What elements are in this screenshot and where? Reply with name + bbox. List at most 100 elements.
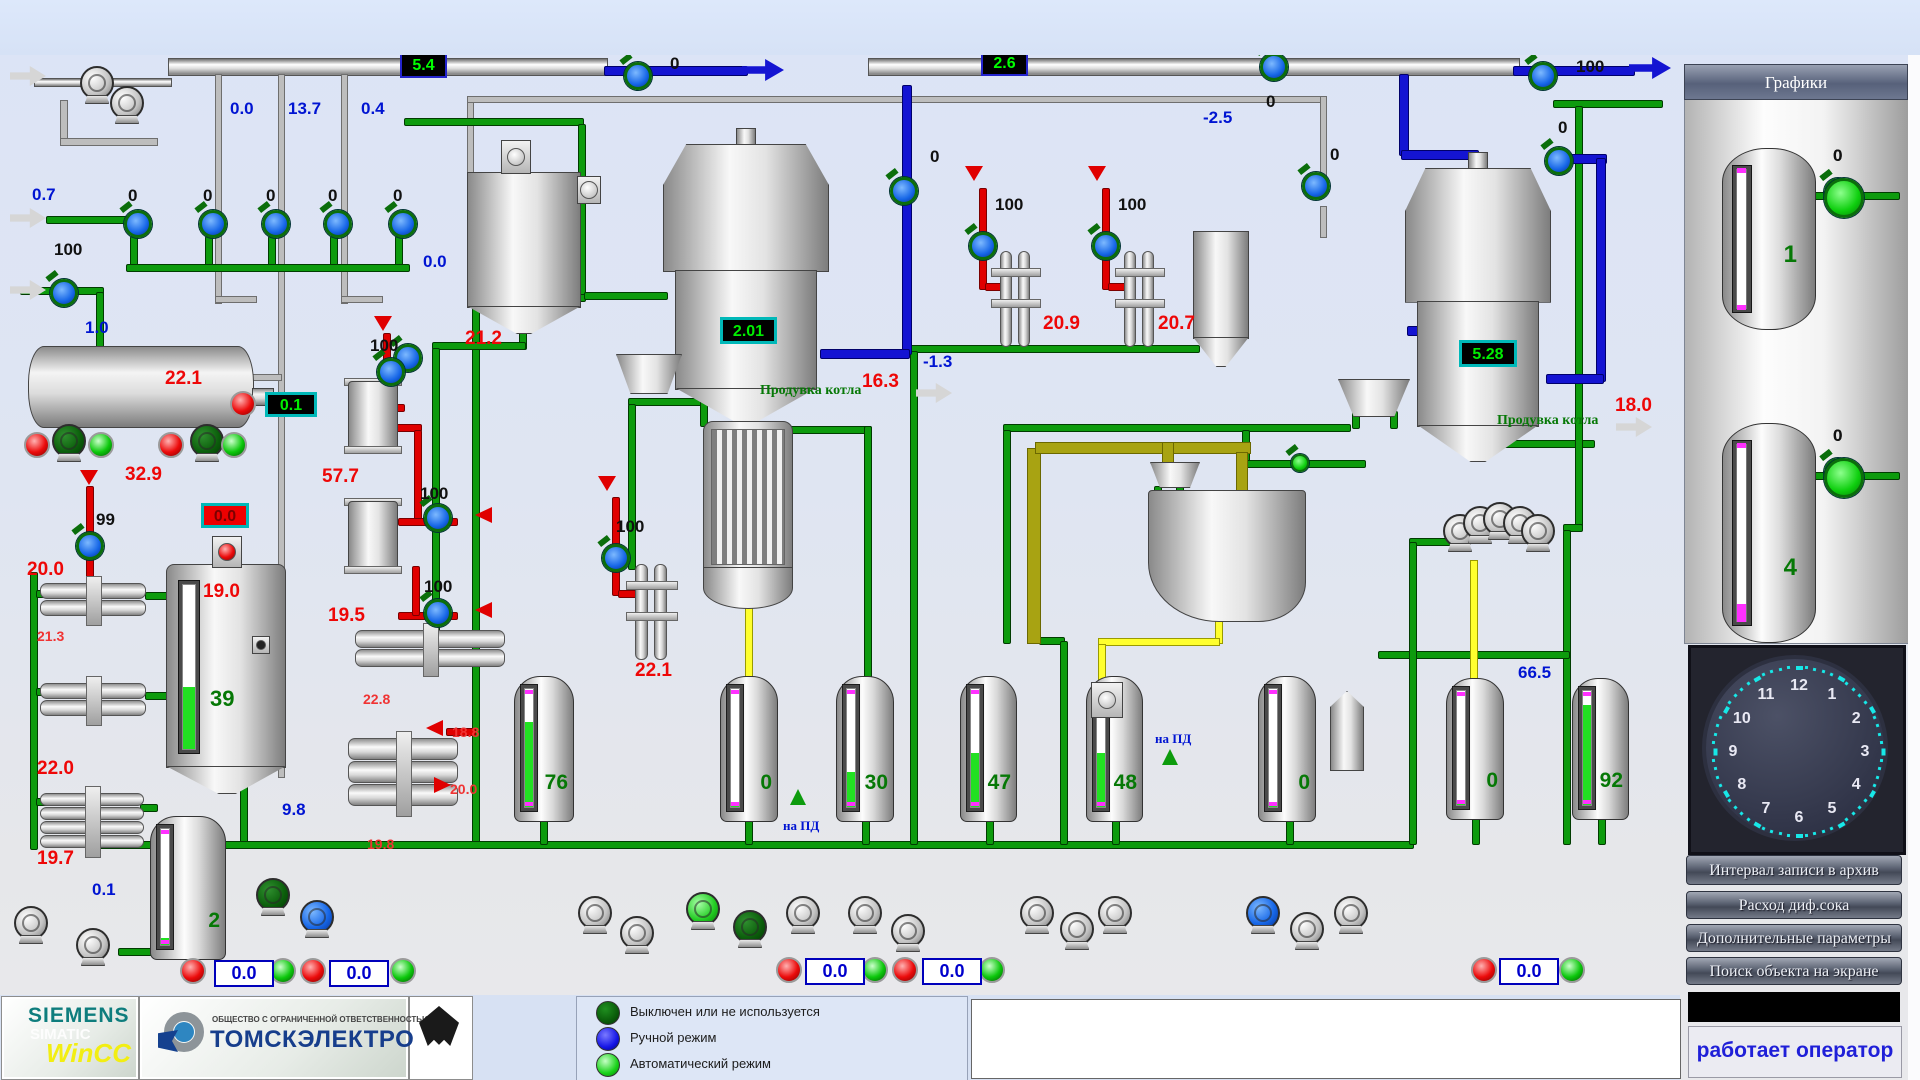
button-additional-params[interactable]: Дополнительные параметры bbox=[1686, 924, 1902, 952]
valve-icon[interactable] bbox=[624, 62, 652, 90]
tomskelektro-icon bbox=[158, 1012, 204, 1058]
valve-icon[interactable] bbox=[1291, 454, 1309, 472]
pipe bbox=[1003, 424, 1351, 432]
pipe bbox=[1553, 100, 1663, 108]
digital-display[interactable]: 0.0 bbox=[805, 958, 865, 985]
small-vessel-flange bbox=[344, 566, 402, 574]
value-label: 0 bbox=[930, 147, 940, 166]
pump-icon[interactable] bbox=[1020, 896, 1054, 930]
pump-icon[interactable] bbox=[1334, 896, 1368, 930]
value-label: 22.8 bbox=[363, 691, 391, 707]
pump-icon[interactable] bbox=[1060, 912, 1094, 946]
pipe bbox=[472, 300, 480, 847]
digital-display[interactable]: 2.01 bbox=[720, 317, 777, 344]
value-label: 99 bbox=[96, 510, 115, 529]
pump-icon[interactable] bbox=[620, 916, 654, 950]
valve-icon[interactable] bbox=[1529, 62, 1557, 90]
pump-icon[interactable] bbox=[848, 896, 882, 930]
value-label: на ПД bbox=[1155, 731, 1192, 746]
pump-icon[interactable] bbox=[110, 86, 144, 120]
valve-icon[interactable] bbox=[262, 210, 290, 238]
small-vessel-flange bbox=[344, 446, 402, 454]
pipe bbox=[30, 572, 38, 850]
pipe bbox=[404, 118, 584, 126]
event-table[interactable] bbox=[971, 999, 1681, 1079]
button-archive-interval[interactable]: Интервал записи в архив bbox=[1686, 855, 1902, 885]
pipe bbox=[467, 100, 474, 178]
digital-display[interactable]: 5.4 bbox=[400, 53, 447, 78]
value-label: на ПД bbox=[783, 818, 820, 833]
valve-icon[interactable] bbox=[377, 358, 405, 386]
digital-display[interactable]: 5.28 bbox=[1459, 340, 1517, 367]
pipe bbox=[341, 74, 348, 304]
valve-icon[interactable] bbox=[124, 210, 152, 238]
pump-icon[interactable] bbox=[786, 896, 820, 930]
valve-icon[interactable] bbox=[424, 504, 452, 532]
pump-icon[interactable] bbox=[80, 66, 114, 100]
pipe bbox=[412, 566, 420, 616]
pump-icon[interactable] bbox=[14, 906, 48, 940]
flow-arrow bbox=[80, 470, 98, 485]
tank-level-value: 2 bbox=[208, 909, 220, 932]
value-label: 39 bbox=[210, 686, 235, 711]
tank1-valve-value: 0 bbox=[1833, 146, 1843, 165]
sensor-box bbox=[252, 636, 270, 654]
valve-icon[interactable] bbox=[424, 599, 452, 627]
pump-icon[interactable] bbox=[1290, 912, 1324, 946]
pump-icon[interactable] bbox=[733, 910, 767, 944]
pump-icon[interactable] bbox=[1098, 896, 1132, 930]
value-label: 0 bbox=[128, 186, 138, 205]
pump-icon[interactable] bbox=[300, 900, 334, 934]
digital-display[interactable]: 0.0 bbox=[1499, 958, 1559, 985]
clock-number: 10 bbox=[1732, 710, 1751, 727]
sidebar-tank-1[interactable]: 1 bbox=[1722, 148, 1816, 330]
saturator-top bbox=[663, 144, 829, 272]
pipe bbox=[432, 342, 526, 350]
pump-icon[interactable] bbox=[190, 424, 224, 458]
digital-display[interactable]: 0.0 bbox=[922, 958, 982, 985]
valve-icon[interactable] bbox=[199, 210, 227, 238]
button-find-object[interactable]: Поиск объекта на экране bbox=[1686, 957, 1902, 985]
valve-icon[interactable] bbox=[324, 210, 352, 238]
saturator-body bbox=[1417, 300, 1539, 427]
valve-icon[interactable] bbox=[1545, 147, 1573, 175]
value-label: 19.0 bbox=[203, 581, 240, 602]
valve-icon[interactable] bbox=[602, 544, 630, 572]
valve-icon[interactable] bbox=[50, 279, 78, 307]
pipe bbox=[902, 85, 912, 355]
valve-icon[interactable] bbox=[76, 532, 104, 560]
button-diff-juice-flow[interactable]: Расход диф.сока bbox=[1686, 891, 1902, 919]
tank4-valve-icon[interactable] bbox=[1824, 458, 1864, 498]
red-button-box[interactable] bbox=[212, 536, 242, 568]
digital-display[interactable]: 2.6 bbox=[981, 51, 1028, 76]
pump-icon[interactable] bbox=[256, 878, 290, 912]
sidebar-tank-4[interactable]: 4 bbox=[1722, 423, 1816, 643]
pump-icon[interactable] bbox=[1246, 896, 1280, 930]
pump-icon[interactable] bbox=[52, 424, 86, 458]
red-lamp bbox=[300, 958, 326, 984]
tank1-valve-icon[interactable] bbox=[1824, 178, 1864, 218]
pump-icon[interactable] bbox=[76, 928, 110, 962]
valve-icon[interactable] bbox=[890, 177, 918, 205]
pump-icon[interactable] bbox=[891, 914, 925, 948]
pipe bbox=[240, 786, 248, 846]
digital-display[interactable]: 0.1 bbox=[265, 392, 317, 417]
pump-icon[interactable] bbox=[686, 892, 720, 926]
valve-icon[interactable] bbox=[389, 210, 417, 238]
saturator-cap bbox=[1468, 152, 1488, 170]
valve-icon[interactable] bbox=[1260, 53, 1288, 81]
valve-icon[interactable] bbox=[1302, 172, 1330, 200]
digital-display[interactable]: 0.0 bbox=[329, 960, 389, 987]
value-label: 0 bbox=[266, 186, 276, 205]
clock-number: 6 bbox=[1794, 809, 1804, 826]
valve-icon[interactable] bbox=[969, 232, 997, 260]
digital-display[interactable]: 0.0 bbox=[214, 960, 274, 987]
valve-icon[interactable] bbox=[1092, 232, 1120, 260]
flow-arrow bbox=[790, 789, 806, 805]
digital-display[interactable]: 0.0 bbox=[201, 503, 249, 528]
pump-icon[interactable] bbox=[578, 896, 612, 930]
pipe bbox=[467, 96, 1327, 103]
value-label: 0 bbox=[203, 186, 213, 205]
pump-icon[interactable] bbox=[1521, 514, 1555, 548]
tank-level-value: 47 bbox=[987, 771, 1011, 794]
